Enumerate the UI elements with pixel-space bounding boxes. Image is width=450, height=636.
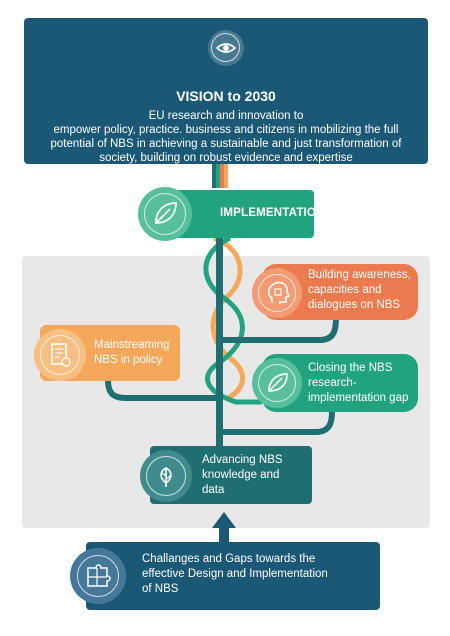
challenges-box: Challanges and Gaps towards the effectiv… xyxy=(86,542,380,610)
mainstreaming-icon-badge xyxy=(34,329,86,381)
leaf-icon xyxy=(268,373,288,392)
challenges-line-2: effective Design and Implementation xyxy=(142,568,328,580)
closing-gap-line-2: research- xyxy=(308,377,357,389)
challenges-line-1: Challanges and Gaps towards the xyxy=(142,553,316,565)
implementation-label: IMPLEMENTATION xyxy=(220,207,325,219)
implementation-icon-badge xyxy=(138,187,192,241)
vision-icon-badge xyxy=(208,30,244,66)
vision-text-line-3: potential of NBS in achieving a sustaina… xyxy=(50,138,402,150)
vision-text-line-4: society, building on robust evidence and… xyxy=(99,152,353,164)
closing-gap-line-1: Closing the NBS xyxy=(308,362,393,374)
awareness-icon-badge xyxy=(252,268,302,318)
implementation-box: IMPLEMENTATION xyxy=(168,190,324,238)
eye-icon xyxy=(215,43,237,53)
awareness-line-2: capacities and xyxy=(308,284,382,296)
advancing-line-2: knowledge and xyxy=(202,469,280,481)
vision-box: VISION to 2030 EU research and innovatio… xyxy=(24,18,428,164)
puzzle-icon xyxy=(87,564,111,587)
challenges-line-3: of NBS xyxy=(142,583,179,595)
closing-gap-icon-badge xyxy=(252,358,302,408)
advancing-icon-badge xyxy=(140,450,192,502)
vision-title: VISION to 2030 xyxy=(176,88,276,104)
plant-icon xyxy=(160,467,172,487)
vision-text-line-2: empower policy, practice. business and c… xyxy=(53,124,399,136)
mainstreaming-line-2: NBS in policy xyxy=(94,354,163,366)
document-gear-icon xyxy=(51,343,71,367)
mainstreaming-line-1: Mainstreaming xyxy=(94,339,170,351)
vision-text-line-1: EU research and innovation to xyxy=(148,110,304,122)
awareness-line-1: Building awareness, xyxy=(308,269,411,281)
awareness-line-3: dialogues on NBS xyxy=(308,299,401,311)
advancing-line-3: data xyxy=(202,484,225,496)
leaf-icon xyxy=(155,202,177,224)
closing-gap-line-3: implementation gap xyxy=(308,392,409,404)
head-puzzle-icon xyxy=(267,281,291,304)
advancing-line-1: Advancing NBS xyxy=(202,454,283,466)
challenges-icon-badge xyxy=(70,548,126,604)
